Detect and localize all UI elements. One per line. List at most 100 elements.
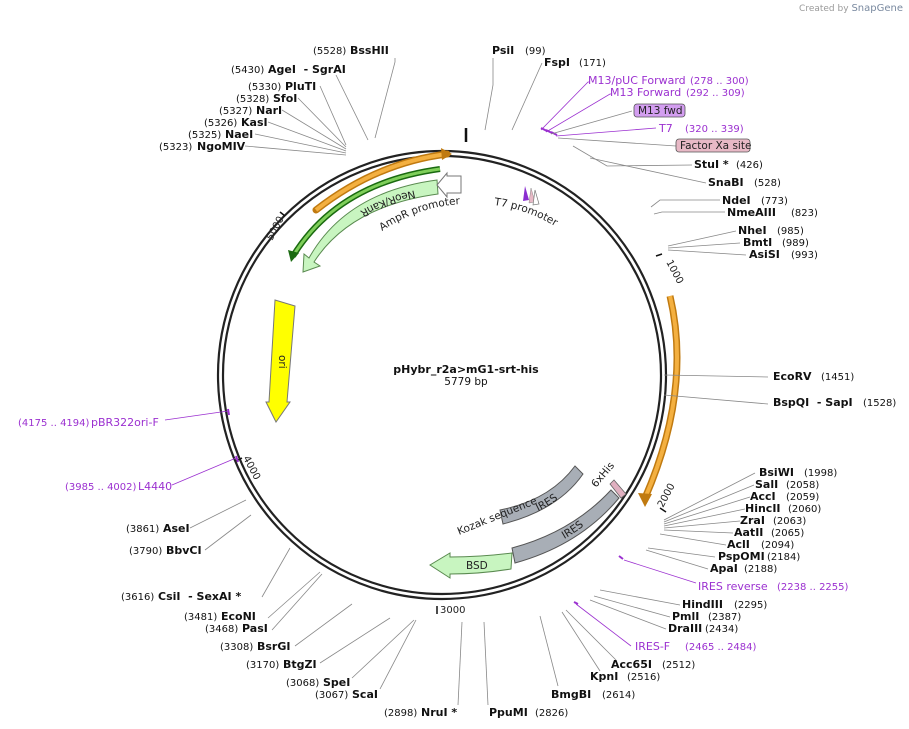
- enzyme-pos: (5323): [159, 142, 192, 153]
- enzyme-name: ZraI: [740, 514, 765, 527]
- enzyme-name: NgoMIV: [197, 140, 246, 153]
- enzyme-name: BsrGI: [257, 640, 290, 653]
- primer-range: (2238 .. 2255): [777, 582, 849, 593]
- enzyme-name: KasI: [241, 116, 268, 129]
- enzyme-name: AccI: [750, 490, 776, 503]
- enzyme-pos: (2516): [627, 672, 660, 683]
- enzyme-name: HincII: [745, 502, 781, 515]
- orange-arc-right-head: [638, 493, 652, 507]
- m13-fwd-box: [633, 103, 686, 118]
- enzyme-pos: (3468): [205, 624, 238, 635]
- enzyme-pos: (3067): [315, 690, 348, 701]
- factor-xa-box: [675, 138, 751, 153]
- enzyme-pos: (5330): [248, 82, 281, 93]
- enzyme-name: PluTI: [285, 80, 316, 93]
- enzyme-name: PmlI: [672, 610, 699, 623]
- orange-arc-top: [314, 152, 448, 212]
- primer-labels: M13/pUC Forward (278 .. 300) M13 Forward…: [18, 74, 849, 653]
- boxed-feature-labels: M13 fwd Factor Xa site: [633, 103, 751, 153]
- sixhis-feature: [609, 479, 627, 499]
- enzyme-name: NaeI: [225, 128, 253, 141]
- enzyme-name: BssHII: [350, 44, 389, 57]
- enzyme-name: BbvCI: [166, 544, 202, 557]
- tick-marks: [235, 211, 667, 614]
- enzyme-pos: (3170): [246, 660, 279, 671]
- orange-arc-top-head: [441, 148, 452, 160]
- enzyme-name: AsiSI: [749, 248, 780, 261]
- neor-kanr-feature: [302, 179, 439, 273]
- primer-name: M13 Forward: [610, 86, 681, 99]
- t7-promoter-marker-1: [523, 186, 529, 201]
- enzyme-name: NheI: [738, 224, 767, 237]
- enzyme-name: DraIII: [668, 622, 702, 635]
- primer-range: (278 .. 300): [690, 76, 749, 87]
- enzyme-pos: (5327): [219, 106, 252, 117]
- enzyme-pos: (5326): [204, 118, 237, 129]
- green-arc: [291, 167, 441, 257]
- enzyme-name: NarI: [256, 104, 282, 117]
- bsd-feature: [429, 552, 513, 579]
- enzyme-pos: (2060): [788, 504, 821, 515]
- plasmid-size: 5779 bp: [444, 376, 488, 388]
- enzyme-pos: (3861): [126, 524, 159, 535]
- primer-name: M13/pUC Forward: [588, 74, 686, 87]
- leader-lines: [164, 58, 769, 706]
- snapgene-credit: Created by SnapGene: [799, 3, 903, 14]
- enzyme-pos: (171): [579, 58, 606, 69]
- enzyme-pos: (823): [791, 208, 818, 219]
- enzyme-name: FspI: [544, 56, 570, 69]
- enzyme-pos: (2063): [773, 516, 806, 527]
- enzyme-name: ApaI: [710, 562, 738, 575]
- enzyme-name: PsiI: [492, 44, 514, 57]
- enzyme-pos: (5328): [236, 94, 269, 105]
- tick-label-5000: 5000: [265, 215, 287, 243]
- enzyme-name: AgeI - SgrAI: [268, 63, 346, 76]
- enzyme-name: PspOMI: [718, 550, 765, 563]
- ampr-promoter-feature: [436, 171, 462, 199]
- enzyme-pos: (2058): [786, 480, 819, 491]
- enzyme-pos: (2188): [744, 564, 777, 575]
- enzyme-pos: (2059): [786, 492, 819, 503]
- primer-range: (2465 .. 2484): [685, 642, 757, 653]
- green-arc-head: [288, 250, 299, 262]
- enzyme-pos: (5528): [313, 46, 346, 57]
- plasmid-name: pHybr_r2a>mG1-srt-his: [393, 363, 539, 376]
- tick-label-1000: 1000: [663, 258, 685, 286]
- enzyme-pos: (2512): [662, 660, 695, 671]
- enzyme-name: EcoRV: [773, 370, 812, 383]
- enzyme-name: EcoNI: [221, 610, 256, 623]
- enzyme-name: BspQI - SapI: [773, 396, 853, 409]
- enzyme-pos: (2184): [767, 552, 800, 563]
- enzyme-pos: (2387): [708, 612, 741, 623]
- enzyme-name: HindIII: [682, 598, 723, 611]
- enzyme-pos: (2094): [761, 540, 794, 551]
- ori-feature: [265, 299, 296, 423]
- enzyme-name: PpuMI: [489, 706, 528, 719]
- enzyme-pos: (99): [525, 46, 546, 57]
- ires-feature-outer: [511, 489, 620, 564]
- enzyme-pos: (5430): [231, 65, 264, 76]
- enzyme-name: ScaI: [352, 688, 378, 701]
- enzyme-pos: (5325): [188, 130, 221, 141]
- m13-fwd-label: M13 fwd: [638, 105, 683, 117]
- ori-label: ori: [276, 355, 288, 369]
- enzyme-name: AatII: [734, 526, 763, 539]
- enzyme-name: PasI: [242, 622, 268, 635]
- enzyme-pos: (3308): [220, 642, 253, 653]
- factor-xa-label: Factor Xa site: [680, 140, 751, 152]
- primer-range: (320 .. 339): [685, 124, 744, 135]
- enzyme-name: BtgZI: [283, 658, 317, 671]
- enzyme-name: NmeAIII: [727, 206, 776, 219]
- enzyme-name: SalI: [755, 478, 778, 491]
- enzyme-pos: (426): [736, 160, 763, 171]
- enzyme-pos: (2826): [535, 708, 568, 719]
- primer-name: IRES reverse: [698, 580, 768, 593]
- enzyme-pos: (1451): [821, 372, 854, 383]
- enzyme-pos: (773): [761, 196, 788, 207]
- enzyme-name: SnaBI: [708, 176, 744, 189]
- enzyme-name: Acc65I: [611, 658, 652, 671]
- primer-range: (292 .. 309): [686, 88, 745, 99]
- enzyme-name: SfoI: [273, 92, 297, 105]
- enzyme-pos: (3481): [184, 612, 217, 623]
